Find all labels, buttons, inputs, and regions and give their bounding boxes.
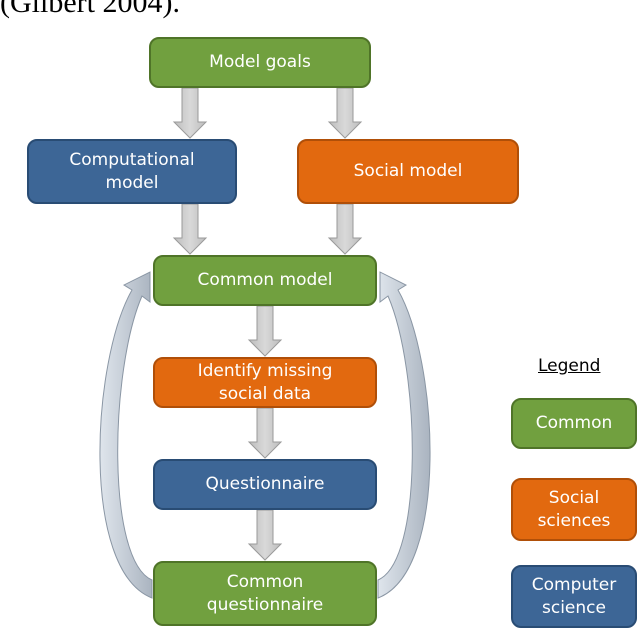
arrow-goals-to-computational — [172, 87, 208, 139]
node-model-goals: Model goals — [149, 37, 371, 88]
node-social-model: Social model — [297, 139, 519, 204]
arrow-common-to-identify — [247, 305, 283, 357]
legend-computer-science: Computer science — [511, 565, 637, 628]
node-identify-missing-social-data: Identify missing social data — [153, 357, 377, 408]
legend-social-sciences: Social sciences — [511, 478, 637, 541]
arrow-computational-to-common — [172, 203, 208, 255]
node-computational-model: Computational model — [27, 139, 237, 204]
arrow-social-to-common — [327, 203, 363, 255]
curved-arrow-left — [99, 271, 153, 599]
legend-title: Legend — [538, 356, 601, 376]
arrow-identify-to-questionnaire — [247, 407, 283, 459]
node-questionnaire: Questionnaire — [153, 459, 377, 510]
top-caption: (Gilbert 2004). — [0, 0, 180, 19]
arrow-questionnaire-to-common-questionnaire — [247, 509, 283, 561]
legend-common: Common — [511, 398, 637, 449]
curved-arrow-right — [377, 271, 431, 599]
arrow-goals-to-social — [327, 87, 363, 139]
node-common-model: Common model — [153, 255, 377, 306]
node-common-questionnaire: Common questionnaire — [153, 561, 377, 626]
